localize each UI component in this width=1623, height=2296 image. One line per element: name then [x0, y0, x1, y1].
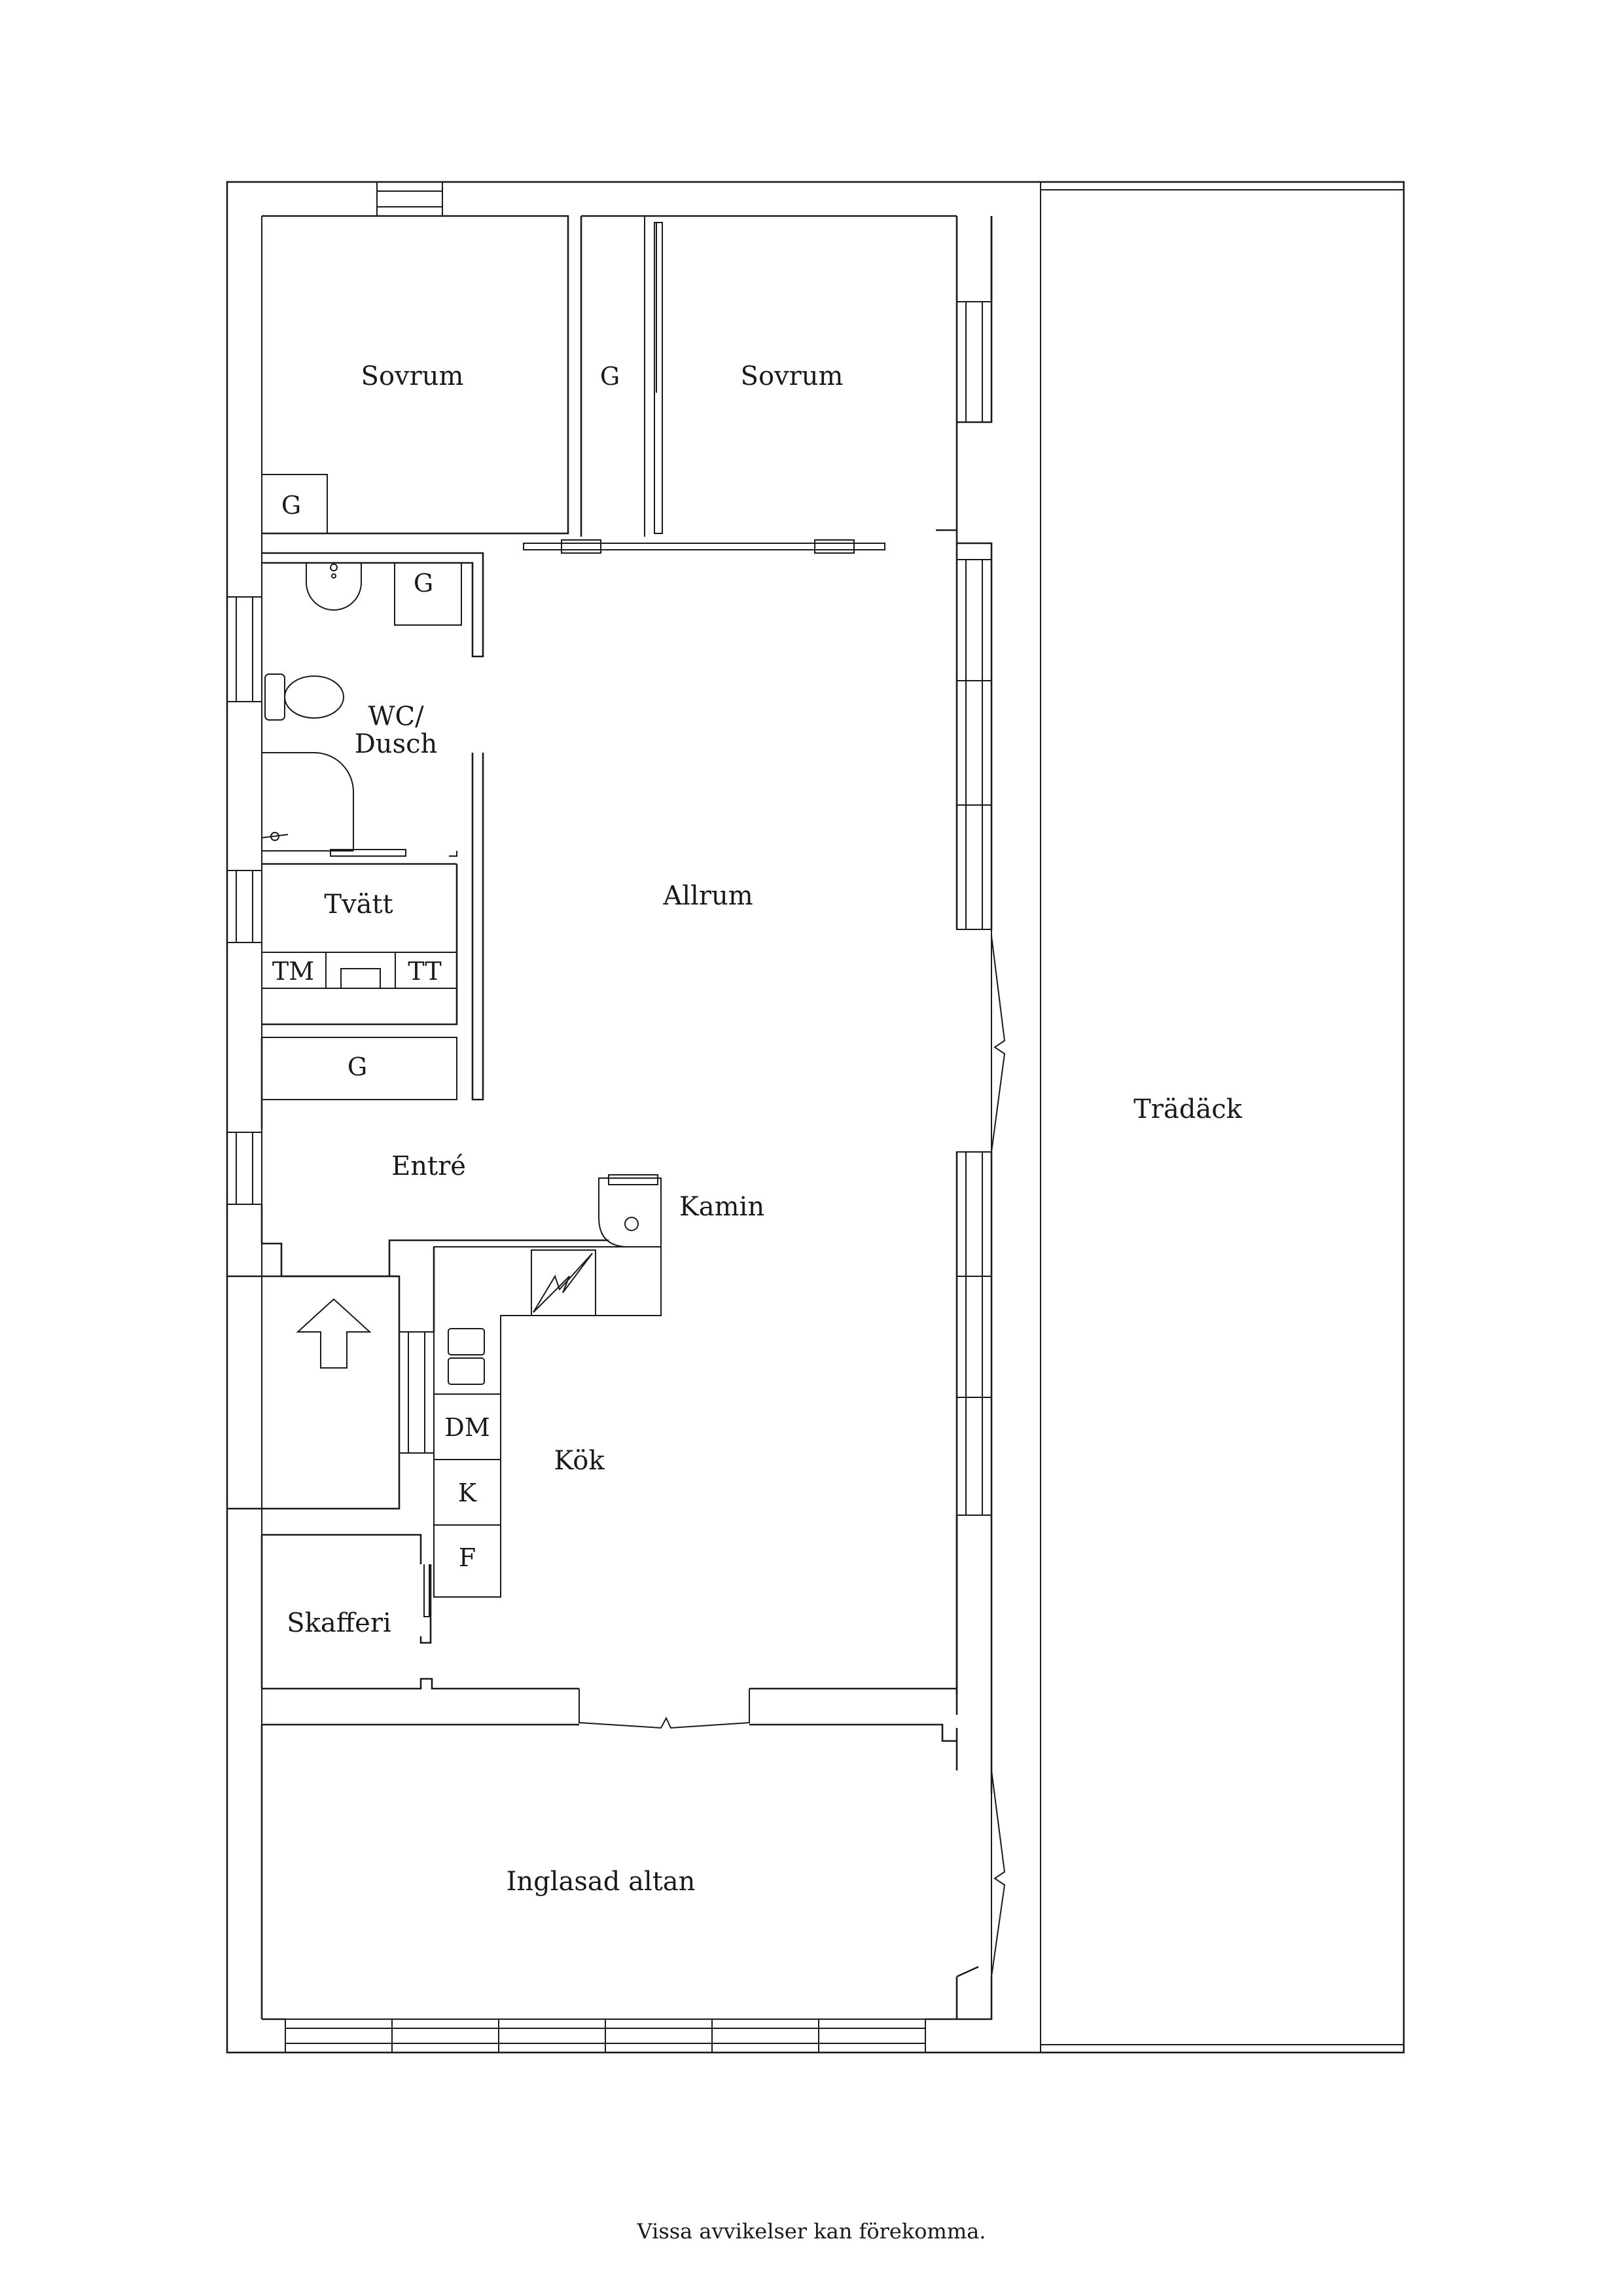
disclaimer-text: Vissa avvikelser kan förekomma. [637, 2219, 986, 2244]
deck-area [1040, 182, 1404, 2053]
fixture-label-f: F [459, 1543, 476, 1572]
room-label-wc-line2: Dusch [355, 729, 438, 759]
fixture-label-g-sovrum-right: G [600, 362, 620, 391]
room-label-inglasad-altan: Inglasad altan [507, 1867, 696, 1897]
room-label-kamin: Kamin [679, 1192, 764, 1222]
east-wall [936, 216, 1006, 2020]
glazed-porch [260, 1723, 957, 2053]
altan-opening [579, 1687, 957, 1729]
room-label-sovrum-right: Sovrum [741, 361, 844, 391]
room-label-kok: Kök [554, 1446, 605, 1476]
fireplace [598, 1174, 662, 1247]
room-label-tradack: Trädäck [1133, 1094, 1243, 1124]
fixture-label-tm: TM [272, 957, 314, 986]
fixture-label-g-wc: G [414, 569, 433, 598]
room-label-skafferi: Skafferi [287, 1608, 391, 1638]
room-label-sovrum-left: Sovrum [361, 361, 464, 391]
pantry [260, 1534, 579, 1690]
kitchen [433, 1246, 662, 1598]
entrance [226, 1132, 609, 1510]
laundry [226, 863, 458, 1026]
fixture-label-g-sovrum-left: G [281, 491, 301, 520]
room-label-wc-line1: WC/ [368, 702, 424, 732]
fixture-label-dm: DM [444, 1413, 490, 1442]
room-label-tvatt: Tvätt [324, 889, 393, 920]
fixture-label-k: K [458, 1479, 477, 1507]
bathroom [226, 552, 484, 1101]
hall-wardrobe [260, 1037, 457, 1129]
bedroom-left [261, 215, 569, 535]
bedroom-right [523, 215, 958, 554]
room-label-entre: Entré [391, 1151, 466, 1181]
fixture-label-g-hall: G [348, 1052, 367, 1081]
room-label-allrum: Allrum [662, 881, 753, 911]
fixture-label-tt: TT [408, 957, 441, 986]
